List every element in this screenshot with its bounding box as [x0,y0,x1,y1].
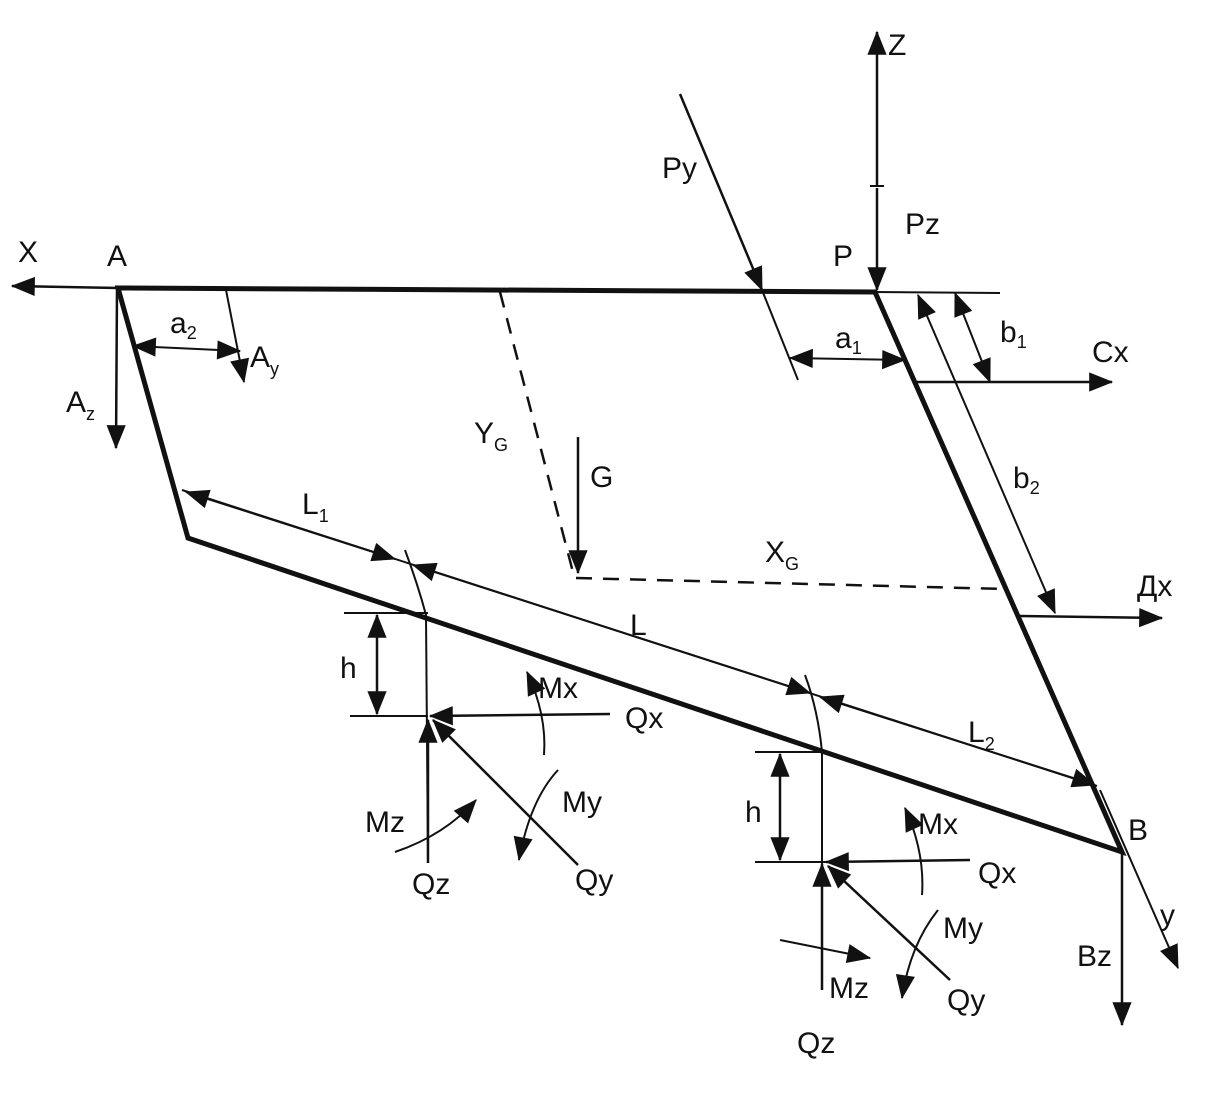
bz-label: Bz [1077,940,1112,973]
xg-dashed-line [575,576,1006,591]
qy-right-label: Qy [947,984,985,1017]
qx-right-label: Qx [978,857,1016,890]
point-p-label: P [833,240,853,273]
top-line-extension [874,291,1001,294]
qz-right-label: Qz [797,1027,835,1060]
l1-label: L1 [302,488,329,526]
x-axis [10,276,119,297]
y-axis [1099,789,1179,970]
py-force-arrow [678,93,799,381]
point-b-label: B [1128,814,1148,847]
dx-label: Дх [1137,570,1172,603]
ay-force-arrow [225,289,250,384]
left-section-forces [344,612,611,866]
yg-label: YG [474,417,508,455]
l2-label: L2 [968,716,995,754]
b2-label: b2 [1013,462,1040,498]
g-label: G [590,461,613,494]
mz-left-label: Mz [365,806,405,839]
pz-label: Pz [905,208,940,241]
b1-dimension [954,291,991,384]
h-left-label: h [340,652,357,685]
b1-label: b1 [1000,316,1027,352]
qx-left-label: Qx [625,702,663,735]
right-section-forces [755,751,971,1000]
az-label: Az [66,386,95,424]
mz-right-label: Mz [829,972,869,1005]
a1-label: a1 [835,322,862,358]
z-axis-label: Z [888,29,906,62]
py-label: Py [662,152,697,185]
mx-right-label: Mx [918,808,958,841]
a2-label: a2 [170,307,197,343]
z-axis [867,30,887,187]
l-label: L [630,609,647,642]
my-right-label: My [943,912,983,945]
az-force-arrow [106,287,126,450]
qy-left-label: Qy [575,864,613,897]
my-left-label: My [562,786,602,819]
a1-dimension [788,348,907,370]
a2-dimension [131,337,242,360]
dx-force-arrow [1019,608,1164,628]
y-axis-label: y [1160,899,1175,932]
ay-label: Ay [250,341,279,379]
b2-dimension [917,293,1056,615]
x-axis-label: X [18,236,38,269]
xg-label: XG [765,536,799,574]
mx-left-label: Mx [538,672,578,705]
point-a-label: A [107,240,127,273]
yg-dashed-line [498,291,576,577]
cx-label: Cx [1092,336,1129,369]
h-right-label: h [745,796,762,829]
qz-left-label: Qz [412,868,450,901]
